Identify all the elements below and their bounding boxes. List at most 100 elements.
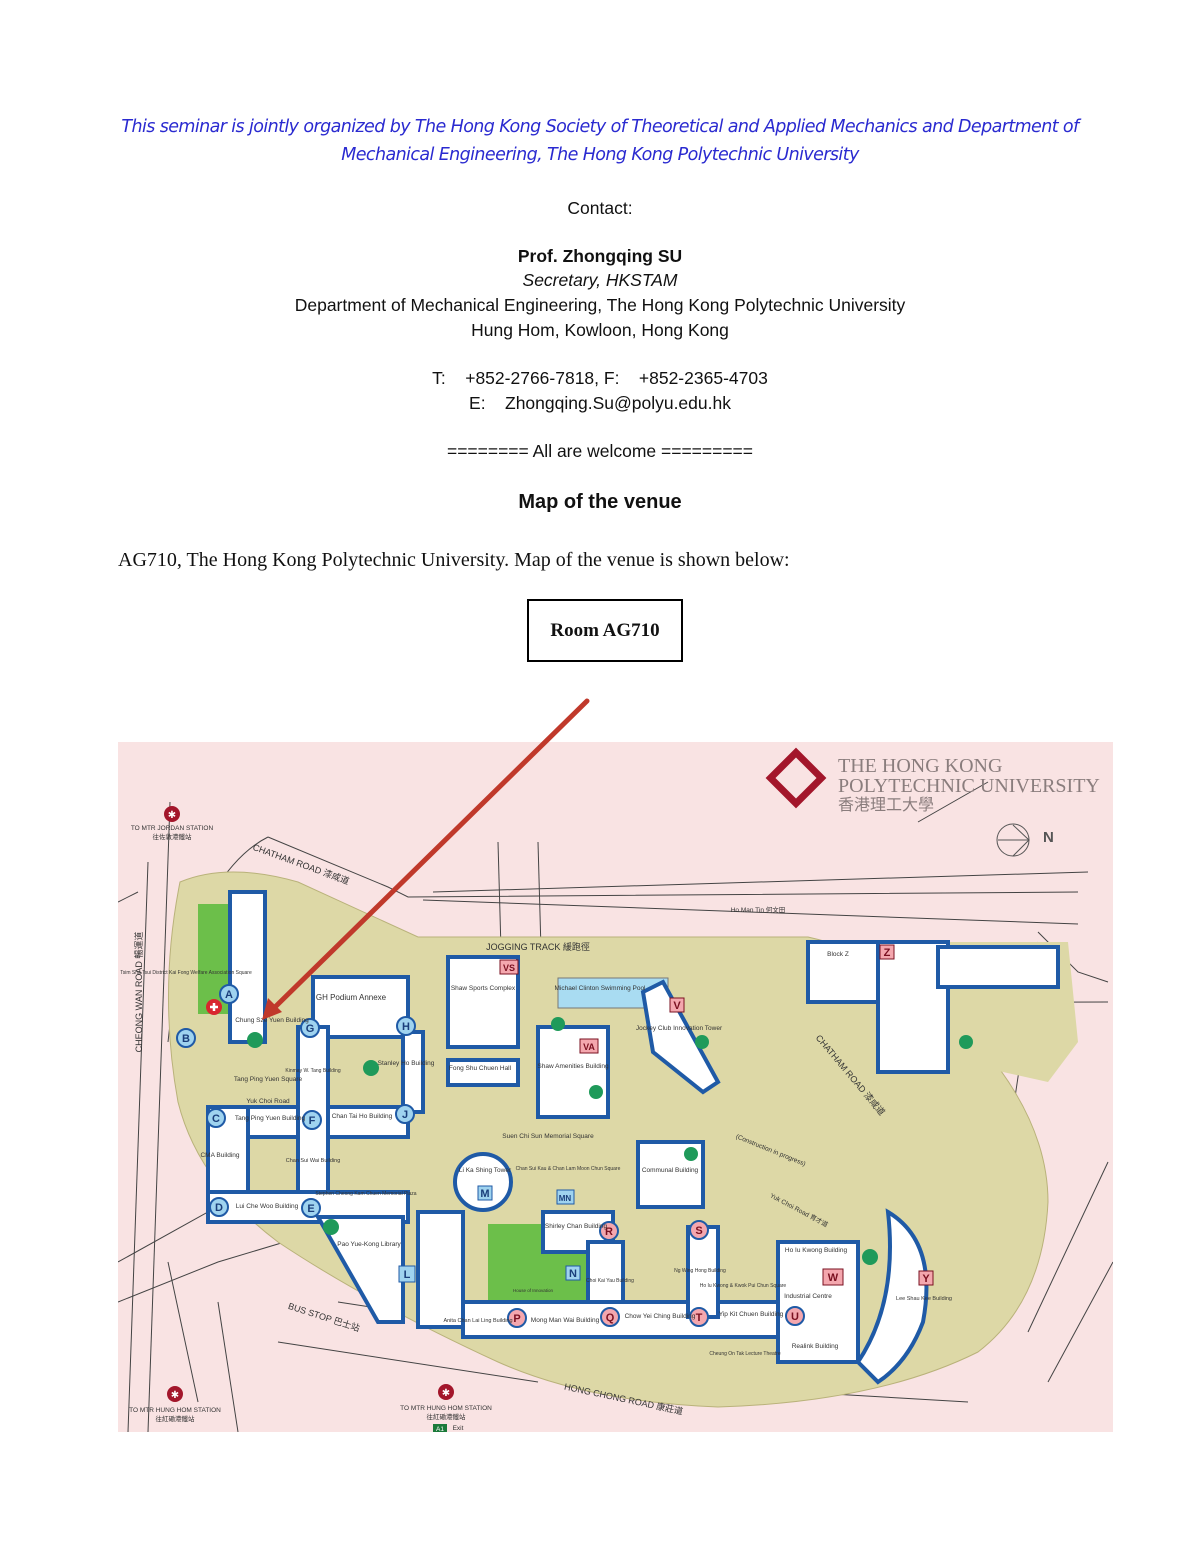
- svg-text:V: V: [673, 1000, 681, 1012]
- label-gh-podium: GH Podium Annexe: [316, 993, 387, 1002]
- map-intro: AG710, The Hong Kong Polytechnic Univers…: [118, 549, 790, 571]
- label-chan-sui-kau: Chan Sui Kau & Chan Lam Moon Chun Square: [516, 1166, 621, 1172]
- label-realink: Realink Building: [792, 1343, 839, 1350]
- label-jockey-club: Jockey Club Innovation Tower: [636, 1025, 723, 1032]
- marker-D: D: [209, 1197, 229, 1217]
- label-shaw-sports: Shaw Sports Complex: [451, 985, 516, 992]
- marker-Y: Y: [918, 1270, 934, 1286]
- svg-text:Y: Y: [922, 1273, 930, 1285]
- welcome-line: ======== All are welcome =========: [446, 441, 753, 461]
- mtr-icon: ✱: [438, 1384, 454, 1400]
- svg-text:✱: ✱: [168, 810, 176, 821]
- contact-title: Secretary, HKSTAM: [522, 270, 678, 290]
- marker-W: W: [822, 1268, 844, 1286]
- contact-address: Hung Hom, Kowloon, Hong Kong: [471, 320, 729, 340]
- svg-text:R: R: [605, 1226, 613, 1238]
- label-stanley-ho: Stanley Ho Building: [378, 1060, 435, 1067]
- exit-a1: A1: [436, 1426, 444, 1432]
- marker-P: P: [507, 1308, 527, 1328]
- svg-text:THE HONG KONG: THE HONG KONG: [838, 755, 1002, 777]
- marker-M: M: [477, 1185, 493, 1201]
- marker-G: G: [300, 1018, 320, 1038]
- label-communal: Communal Building: [642, 1167, 699, 1174]
- label-cma: CMA Building: [200, 1152, 239, 1159]
- marker-MN: MN: [556, 1189, 575, 1205]
- label-house-of-innovation: House of Innovation: [513, 1288, 554, 1293]
- road-cheong-wan: CHEONG WAN ROAD 暢運道: [133, 932, 144, 1053]
- marker-L: L: [398, 1265, 416, 1283]
- label-tsim-sha-tsui: Tsim Sha Tsui District Kai Fong Welfare …: [120, 970, 252, 976]
- label-choi-kai-yau: Choi Kai Yau Building: [586, 1278, 634, 1284]
- polyu-logo: THE HONG KONG POLYTECHNIC UNIVERSITY 香港理…: [765, 747, 1100, 814]
- label-ng-wing-hong: Ng Wing Hong Building: [674, 1268, 726, 1274]
- label-industrial-centre: Industrial Centre: [784, 1293, 832, 1300]
- marker-V: V: [669, 997, 685, 1013]
- label-fong-shu-chuen: Fong Shu Chuen Hall: [449, 1065, 512, 1072]
- label-chan-sui-wai: Chan Sui Wai Building: [286, 1158, 341, 1164]
- mtr-hunghom-2: TO MTR HUNG HOM STATION: [400, 1405, 492, 1412]
- marker-B: B: [176, 1028, 196, 1048]
- marker-VS: VS: [499, 959, 519, 975]
- label-shirley-chan: Shirley Chan Building: [545, 1223, 608, 1230]
- map-heading: Map of the venue: [518, 491, 682, 513]
- exit-label: Exit: [453, 1425, 464, 1432]
- label-li-ka-shing: Li Ka Shing Tower: [459, 1167, 512, 1174]
- label-chung-sze-yuen: Chung Sze Yuen Building: [235, 1017, 309, 1024]
- svg-text:F: F: [309, 1115, 316, 1127]
- svg-text:M: M: [480, 1188, 489, 1200]
- organizer-line-2: Mechanical Engineering, The Hong Kong Po…: [341, 145, 859, 165]
- contact-label: Contact:: [567, 198, 633, 218]
- marker-Q: Q: [600, 1307, 620, 1327]
- svg-text:C: C: [212, 1113, 220, 1125]
- label-shaw-amenities: Shaw Amenities Building: [537, 1063, 609, 1070]
- mtr-icon: ✱: [167, 1386, 183, 1402]
- marker-T: T: [689, 1307, 709, 1327]
- svg-text:Z: Z: [884, 947, 891, 959]
- svg-text:D: D: [215, 1202, 223, 1214]
- label-yuk-choi-road: Yuk Choi Road: [246, 1098, 290, 1105]
- svg-text:Q: Q: [606, 1312, 615, 1324]
- label-ho-iu-kwong-sq: Ho Iu Kwong & Kwok Pui Chun Square: [700, 1283, 787, 1289]
- svg-text:VA: VA: [583, 1042, 595, 1052]
- svg-text:N: N: [569, 1268, 577, 1280]
- svg-text:W: W: [828, 1272, 839, 1284]
- svg-text:A: A: [225, 989, 233, 1001]
- contact-name: Prof. Zhongqing SU: [517, 246, 683, 266]
- label-cheung-on-tak: Cheung On Tak Lecture Theatre: [709, 1351, 780, 1357]
- marker-E: E: [301, 1198, 321, 1218]
- first-aid-icon: [206, 999, 222, 1015]
- svg-text:VS: VS: [503, 963, 515, 973]
- marker-U: U: [785, 1306, 805, 1326]
- campus-map: A B C D E F G H J P Q R S T U VS VA V Z …: [118, 742, 1113, 1432]
- label-chow-yei-ching: Chow Yei Ching Building: [625, 1313, 696, 1320]
- svg-text:S: S: [695, 1225, 702, 1237]
- label-ho-iu-kwong: Ho Iu Kwong Building: [785, 1247, 848, 1254]
- label-pao-yue-kong: Pao Yue-Kong Library: [337, 1241, 401, 1248]
- mtr-jordan-zh: 往佐敦港鐵站: [153, 832, 193, 841]
- svg-text:P: P: [513, 1313, 520, 1325]
- svg-text:✱: ✱: [442, 1388, 450, 1399]
- marker-F: F: [302, 1110, 322, 1130]
- exit-badge: [433, 1424, 447, 1432]
- marker-R: R: [599, 1221, 619, 1241]
- contact-department: Department of Mechanical Engineering, Th…: [294, 295, 906, 315]
- svg-text:N: N: [1043, 829, 1054, 846]
- svg-text:J: J: [402, 1109, 408, 1121]
- map-markers: A B C D E F G H J P Q R S T U VS VA V Z …: [176, 944, 934, 1328]
- label-kinmay-tang: Kinmay W. Tang Building: [285, 1068, 340, 1074]
- organizer-line-1: This seminar is jointly organized by The…: [121, 117, 1079, 137]
- svg-text:U: U: [791, 1311, 799, 1323]
- marker-A: A: [219, 984, 239, 1004]
- mtr-icon: ✱: [164, 806, 180, 822]
- contact-email[interactable]: E: Zhongqing.Su@polyu.edu.hk: [469, 393, 731, 413]
- ho-man-tin: Ho Man Tin 何文田: [731, 905, 786, 914]
- room-label: Room AG710: [550, 619, 660, 641]
- mtr-hunghom-1-zh: 往紅磡港鐵站: [156, 1414, 196, 1423]
- label-tang-ping-yuen-sq: Tang Ping Yuen Square: [234, 1076, 303, 1083]
- restaurant-icons: [247, 1017, 973, 1265]
- svg-text:G: G: [306, 1023, 315, 1035]
- marker-J: J: [395, 1104, 415, 1124]
- label-anita-chan: Anita Chan Lai Ling Building: [443, 1318, 512, 1324]
- svg-text:香港理工大學: 香港理工大學: [838, 795, 934, 814]
- label-lee-shau-kee: Lee Shau Kee Building: [896, 1296, 952, 1302]
